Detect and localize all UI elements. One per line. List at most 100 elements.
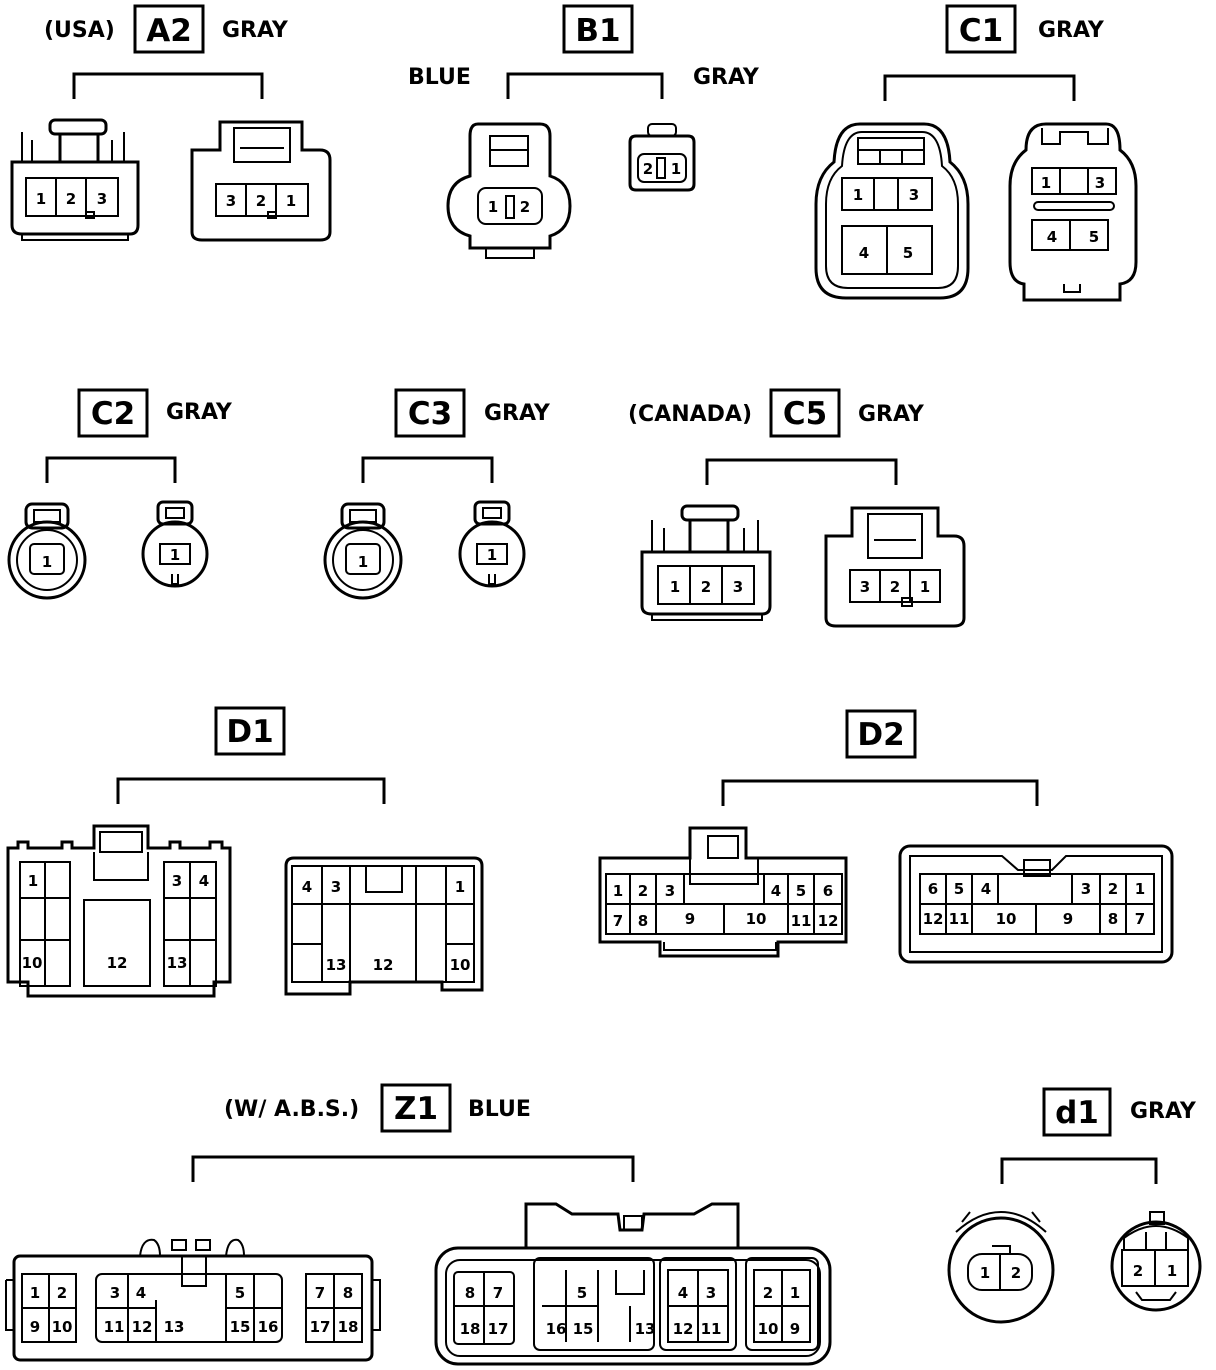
c1-right-pin: 1 xyxy=(1041,174,1051,192)
c5-prefix: (CANADA) xyxy=(628,402,752,427)
d2-right-pin: 10 xyxy=(996,910,1017,928)
d1-left-pin: 12 xyxy=(107,954,128,972)
c1-left-pin: 5 xyxy=(903,244,913,262)
d1-left-pin: 10 xyxy=(22,954,43,972)
c1-code: C1 xyxy=(959,13,1003,49)
d2-right-pin: 2 xyxy=(1108,880,1118,898)
d1-small-left-connector: 1 2 xyxy=(947,1210,1055,1324)
z1-code-box xyxy=(380,1083,452,1133)
c3-code: C3 xyxy=(408,396,452,432)
c2-color: GRAY xyxy=(166,400,233,425)
z1-left-pin: 18 xyxy=(338,1318,359,1336)
a2-right-pin: 1 xyxy=(286,192,296,210)
a2-prefix: (USA) xyxy=(44,18,115,43)
d1-small-bracket xyxy=(1000,1157,1158,1184)
z1-left-pin: 4 xyxy=(136,1284,146,1302)
d2-left-pin: 4 xyxy=(771,882,781,900)
c1-color: GRAY xyxy=(1038,18,1105,43)
connector-d2: D2 1 2 3 4 5 6 7 8 9 10 11 12 xyxy=(598,709,1174,964)
z1-left-pin: 15 xyxy=(230,1318,251,1336)
connector-d1: D1 1 3 4 10 12 13 4 3 1 13 xyxy=(6,706,484,998)
z1-color: BLUE xyxy=(468,1097,531,1122)
d1-left-pin: 4 xyxy=(199,872,209,890)
a2-left-connector: 1 2 3 xyxy=(10,118,140,241)
a2-right-pin: 3 xyxy=(226,192,236,210)
d1-left-connector: 1 3 4 10 12 13 xyxy=(6,824,232,998)
d1-small-code-box xyxy=(1042,1087,1112,1137)
d1-small-right-pin: 2 xyxy=(1133,1262,1143,1280)
z1-right-pin: 18 xyxy=(460,1320,481,1338)
z1-right-pin: 13 xyxy=(635,1320,656,1338)
d2-right-pin: 5 xyxy=(954,880,964,898)
a2-left-pin: 1 xyxy=(36,190,46,208)
c1-right-pin: 5 xyxy=(1089,228,1099,246)
d1-small-left-pin: 2 xyxy=(1011,1264,1021,1282)
d2-left-pin: 12 xyxy=(818,912,839,930)
z1-right-pin: 1 xyxy=(790,1284,800,1302)
d2-right-connector: 6 5 4 3 2 1 12 11 10 9 8 7 xyxy=(898,844,1174,964)
d2-left-pin: 9 xyxy=(685,910,695,928)
z1-bracket xyxy=(191,1155,635,1182)
d2-right-pin: 8 xyxy=(1108,910,1118,928)
z1-right-pin: 9 xyxy=(790,1320,800,1338)
d1-small-left-pin: 1 xyxy=(980,1264,990,1282)
d1-small-right-pin: 1 xyxy=(1167,1262,1177,1280)
c1-right-pin: 4 xyxy=(1047,228,1057,246)
z1-left-connector: 1 2 9 10 3 4 11 12 13 5 15 16 7 8 17 18 xyxy=(5,1238,381,1362)
z1-right-pin: 17 xyxy=(488,1320,509,1338)
a2-code-box xyxy=(133,4,205,54)
z1-prefix: (W/ A.B.S.) xyxy=(224,1097,359,1122)
z1-left-pin: 5 xyxy=(235,1284,245,1302)
z1-code: Z1 xyxy=(394,1091,438,1127)
d2-left-pin: 11 xyxy=(791,912,812,930)
a2-left-pin: 2 xyxy=(66,190,76,208)
c1-right-pin: 3 xyxy=(1095,174,1105,192)
c2-bracket xyxy=(45,456,177,483)
d1-left-pin: 3 xyxy=(172,872,182,890)
d1-small-right-connector: 2 1 xyxy=(1110,1211,1202,1312)
d2-right-pin: 11 xyxy=(949,910,970,928)
d1-right-pin: 1 xyxy=(455,878,465,896)
z1-left-pin: 16 xyxy=(258,1318,279,1336)
z1-left-pin: 8 xyxy=(343,1284,353,1302)
b1-left-connector: 1 2 xyxy=(446,122,572,259)
d2-right-pin: 7 xyxy=(1135,910,1145,928)
d2-left-pin: 5 xyxy=(796,882,806,900)
d2-left-pin: 8 xyxy=(638,912,648,930)
z1-right-pin: 5 xyxy=(577,1284,587,1302)
d2-right-pin: 1 xyxy=(1135,880,1145,898)
d1-small-color: GRAY xyxy=(1130,1099,1197,1124)
b1-left-pin: 1 xyxy=(488,198,498,216)
d2-left-connector: 1 2 3 4 5 6 7 8 9 10 11 12 xyxy=(598,826,848,958)
c5-left-pin: 2 xyxy=(701,578,711,596)
d2-code: D2 xyxy=(857,717,904,753)
d1-small-code: d1 xyxy=(1055,1095,1099,1131)
c5-left-pin: 3 xyxy=(733,578,743,596)
c3-bracket xyxy=(361,456,494,483)
c5-right-pin: 1 xyxy=(920,578,930,596)
z1-right-connector: 8 7 18 17 5 16 15 13 4 3 12 11 2 1 10 9 xyxy=(434,1202,832,1366)
z1-left-pin: 7 xyxy=(315,1284,325,1302)
c2-right-pin: 1 xyxy=(170,546,180,564)
c5-bracket xyxy=(705,458,898,485)
z1-right-pin: 4 xyxy=(678,1284,688,1302)
c3-left-pin: 1 xyxy=(358,553,368,571)
d2-right-pin: 3 xyxy=(1081,880,1091,898)
d1-right-pin: 3 xyxy=(331,878,341,896)
connector-d1-small: d1 GRAY 1 2 2 1 xyxy=(947,1087,1202,1324)
b1-code: B1 xyxy=(575,13,620,49)
d1-code-box xyxy=(214,706,286,756)
connector-c5: (CANADA) C5 GRAY 1 2 3 3 2 1 xyxy=(628,388,966,628)
d2-bracket xyxy=(721,779,1039,806)
d1-bracket xyxy=(116,777,386,804)
z1-left-pin: 11 xyxy=(104,1318,125,1336)
a2-right-pin: 2 xyxy=(256,192,266,210)
a2-bracket xyxy=(72,72,264,99)
c3-left-connector: 1 xyxy=(323,502,403,600)
d1-right-pin: 4 xyxy=(302,878,312,896)
z1-right-pin: 3 xyxy=(706,1284,716,1302)
a2-code: A2 xyxy=(146,13,192,49)
z1-right-pin: 11 xyxy=(701,1320,722,1338)
connector-b1: BLUE B1 GRAY 1 2 2 1 xyxy=(408,4,760,259)
